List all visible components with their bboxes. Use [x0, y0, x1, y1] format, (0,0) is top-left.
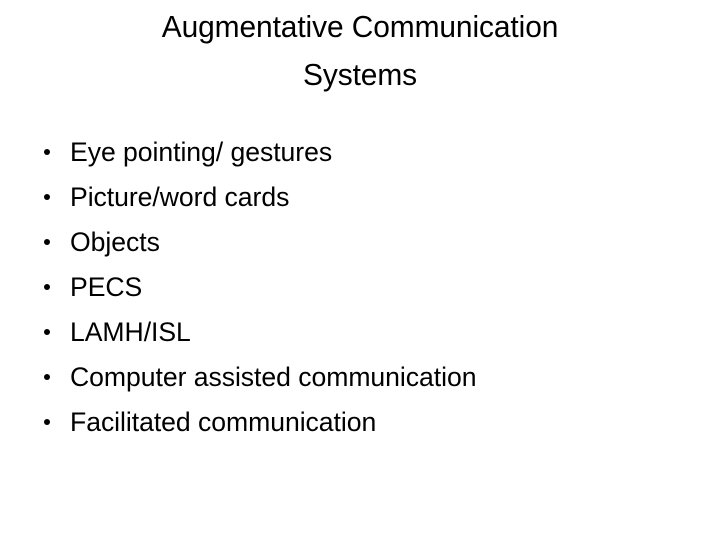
list-item: PECS	[0, 265, 720, 310]
augmentative-communication-list: Eye pointing/ gestures Picture/word card…	[0, 130, 720, 445]
list-item-label: Picture/word cards	[70, 182, 290, 212]
list-item: Facilitated communication	[0, 400, 720, 445]
bullet-dot-icon	[44, 310, 51, 355]
bullet-dot-icon	[44, 130, 51, 175]
list-item-label: Facilitated communication	[70, 407, 377, 437]
list-item-label: Eye pointing/ gestures	[70, 137, 333, 167]
bullet-dot-icon	[44, 175, 51, 220]
list-item: Eye pointing/ gestures	[0, 130, 720, 175]
list-item: Computer assisted communication	[0, 355, 720, 400]
bullet-dot-icon	[44, 400, 51, 445]
list-item-label: LAMH/ISL	[70, 317, 191, 347]
bullet-dot-icon	[44, 355, 51, 400]
list-item-label: Objects	[70, 227, 160, 257]
list-item: Picture/word cards	[0, 175, 720, 220]
list-item-label: Computer assisted communication	[70, 362, 477, 392]
list-item-label: PECS	[70, 272, 143, 302]
bullet-dot-icon	[44, 220, 51, 265]
bullet-dot-icon	[44, 265, 51, 310]
list-item: Objects	[0, 220, 720, 265]
list-item: LAMH/ISL	[0, 310, 720, 355]
page-title: Augmentative Communication Systems	[161, 9, 559, 92]
